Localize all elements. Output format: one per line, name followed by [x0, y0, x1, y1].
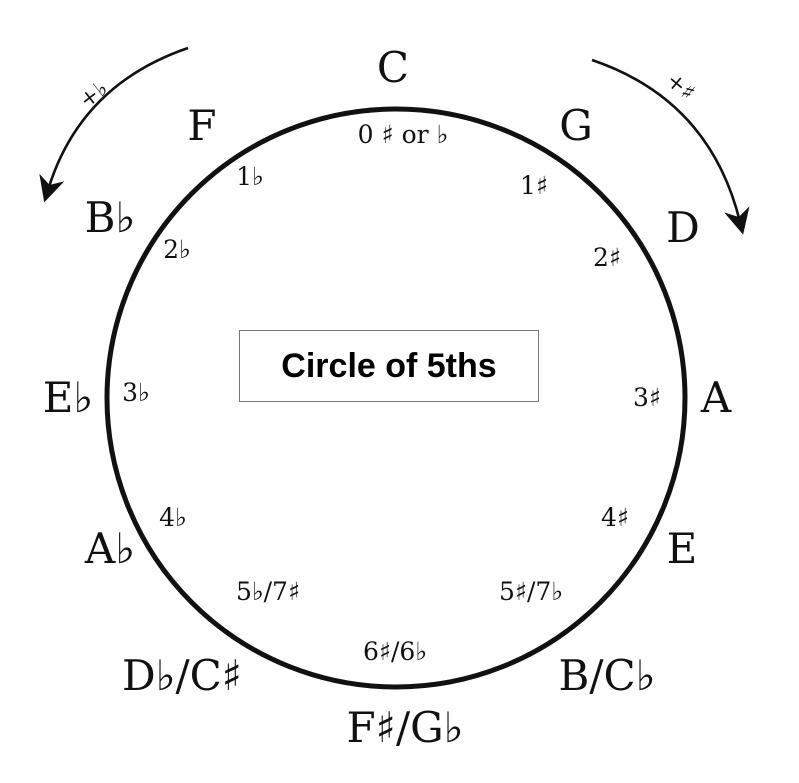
accidentals-label-e: 4♯ — [601, 503, 629, 532]
diagram-title: Circle of 5ths — [239, 330, 539, 402]
accidentals-label-g: 1♯ — [520, 171, 548, 200]
key-label-fs-gb: F♯/G♭ — [347, 703, 464, 752]
accidentals-label-ab: 4♭ — [159, 503, 187, 532]
key-label-d: D — [666, 203, 700, 252]
key-label-g: G — [559, 101, 593, 150]
accidentals-label-bb: 2♭ — [163, 235, 191, 264]
key-label-ab: A♭ — [84, 524, 135, 573]
key-label-b-cb: B/C♭ — [559, 651, 656, 700]
key-label-c: C — [377, 43, 409, 92]
key-label-eb: E♭ — [43, 373, 93, 422]
accidentals-label-d: 2♯ — [593, 243, 621, 272]
key-label-e: E — [667, 524, 698, 573]
key-label-bb: B♭ — [85, 193, 136, 242]
accidentals-label-c: 0 ♯ or ♭ — [358, 120, 449, 149]
accidentals-label-b-cb: 5♯/7♭ — [499, 577, 563, 606]
key-label-f: F — [187, 101, 216, 150]
flat-direction-label: +♭ — [75, 76, 113, 113]
accidentals-label-fs-gb: 6♯/6♭ — [363, 637, 427, 666]
accidentals-label-f: 1♭ — [236, 162, 264, 191]
accidentals-label-db-cs: 5♭/7♯ — [236, 577, 300, 606]
key-label-db-cs: D♭/C♯ — [122, 651, 242, 700]
sharp-direction-arrow — [591, 58, 750, 235]
accidentals-label-eb: 3♭ — [122, 378, 150, 407]
main-circle — [104, 106, 688, 690]
key-label-a: A — [700, 373, 732, 422]
accidentals-label-a: 3♯ — [633, 383, 661, 412]
flat-direction-arrow — [39, 46, 189, 203]
